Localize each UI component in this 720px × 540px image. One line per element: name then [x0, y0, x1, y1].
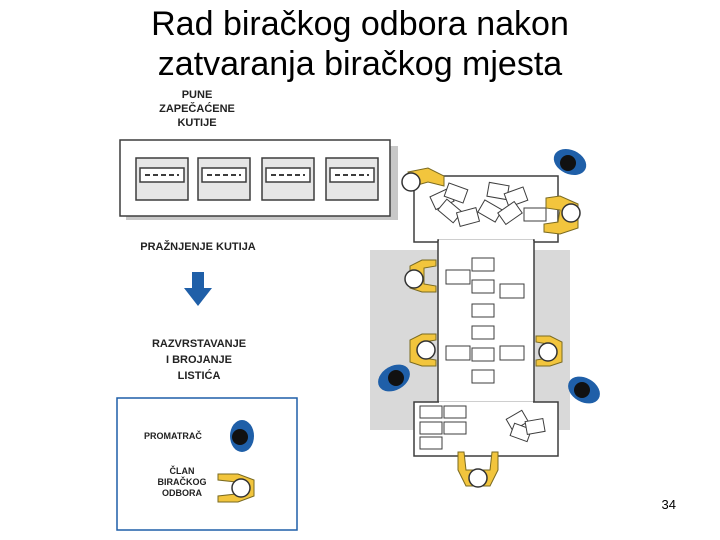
- legend-observer-label: PROMATRAČ: [144, 431, 202, 441]
- member-line-1: ČLAN: [169, 466, 195, 476]
- ballot-box-4: [325, 157, 379, 201]
- full-boxes-line-1: PUNE: [181, 89, 213, 101]
- bottom-trays: [419, 405, 546, 450]
- sealed-boxes-group: [119, 139, 398, 220]
- scattered-ballots-top: [429, 181, 547, 227]
- legend-member-label: ČLAN BIRAČKOG ODBORA: [146, 466, 218, 499]
- member-line-3: ODBORA: [162, 488, 202, 498]
- title-line-1: Rad biračkog odbora nakon: [151, 5, 569, 43]
- member-line-2: BIRAČKOG: [157, 477, 207, 487]
- full-boxes-line-2: ZAPEČAĆENE: [159, 103, 235, 115]
- ballot-stacks: [445, 257, 525, 384]
- ballot-box-3: [261, 157, 315, 201]
- sorting-line-2: I BROJANJE: [165, 354, 233, 366]
- full-sealed-boxes-label: PUNE ZAPEČAĆENE KUTIJE: [148, 88, 246, 130]
- member-seat-2: [543, 195, 581, 235]
- legend-box: [116, 397, 298, 531]
- member-legend-icon: [217, 473, 255, 503]
- title-line-2: zatvaranja biračkog mjesta: [157, 45, 563, 83]
- member-seat-6: [457, 451, 499, 488]
- member-seat-3: [404, 259, 437, 293]
- sorting-line-3: LISTIĆA: [177, 370, 221, 382]
- observer-2: [378, 364, 410, 392]
- full-boxes-line-3: KUTIJE: [177, 117, 217, 129]
- sorting-line-1: RAZVRSTAVANJE: [151, 338, 247, 350]
- sorting-counting-label: RAZVRSTAVANJE I BROJANJE LISTIĆA: [134, 336, 264, 384]
- counting-table-layout: [370, 148, 600, 488]
- member-seat-1: [401, 167, 445, 192]
- observer-3: [568, 376, 600, 404]
- emptying-boxes-label: PRAŽNJENJE KUTIJA: [140, 241, 256, 253]
- ballot-box-1: [135, 157, 189, 201]
- member-seat-5: [535, 335, 563, 367]
- slide-title: Rad biračkog odbora nakon zatvaranja bir…: [0, 4, 720, 84]
- page-number: 34: [661, 497, 676, 512]
- observer-1: [553, 148, 587, 176]
- down-arrow-icon: [184, 272, 212, 306]
- member-seat-4: [409, 333, 437, 367]
- ballot-box-2: [197, 157, 251, 201]
- observer-legend-icon: [230, 420, 254, 452]
